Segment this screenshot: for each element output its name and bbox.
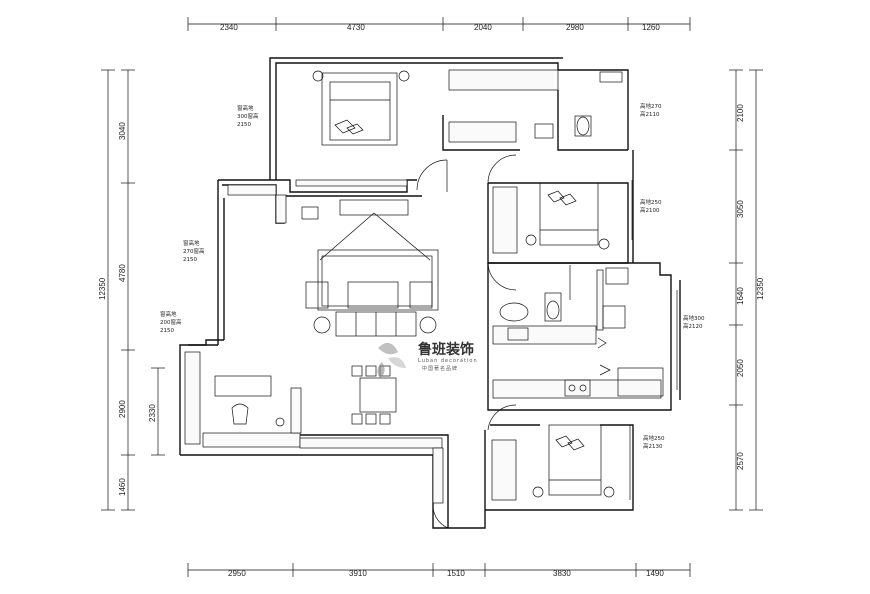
dim-top-4: 2980 bbox=[566, 23, 584, 32]
brand-sub: Luban decoration bbox=[418, 358, 478, 364]
svg-text:高2130: 高2130 bbox=[643, 442, 663, 450]
svg-text:高2110: 高2110 bbox=[640, 110, 660, 118]
dim-left-inner: 2330 bbox=[148, 404, 157, 422]
master-bed bbox=[312, 70, 410, 146]
svg-text:高2120: 高2120 bbox=[683, 322, 703, 330]
door-arc bbox=[487, 154, 517, 184]
svg-text:2150: 2150 bbox=[160, 328, 174, 334]
svg-text:2150: 2150 bbox=[237, 122, 251, 128]
dim-right-1: 2100 bbox=[736, 104, 745, 122]
svg-text:200窗高: 200窗高 bbox=[160, 318, 182, 326]
svg-text:窗高地: 窗高地 bbox=[160, 310, 177, 318]
bedroom2-bed bbox=[525, 182, 610, 250]
dim-top-3: 2040 bbox=[474, 23, 492, 32]
annotation-study: 窗高地 200窗高 2150 bbox=[160, 310, 182, 334]
door-arc bbox=[432, 502, 449, 529]
kitchen-fixtures bbox=[507, 267, 664, 397]
study-desk bbox=[214, 375, 285, 427]
bedroom3-bed bbox=[532, 424, 615, 498]
svg-text:窗高地: 窗高地 bbox=[237, 104, 254, 112]
bathroom2-fixtures bbox=[499, 265, 571, 322]
door-arc bbox=[487, 262, 517, 291]
bathroom1-fixtures bbox=[534, 71, 623, 139]
dim-left-4: 1460 bbox=[118, 478, 127, 496]
dim-top-2: 4730 bbox=[347, 23, 365, 32]
dim-right-2: 3050 bbox=[736, 200, 745, 218]
brand-logo-icon bbox=[377, 342, 406, 378]
brand-slogan: 中国著名品牌 bbox=[422, 365, 458, 372]
dim-left-1: 3040 bbox=[118, 122, 127, 140]
svg-text:2150: 2150 bbox=[183, 257, 197, 263]
svg-text:高地270: 高地270 bbox=[640, 102, 662, 110]
dim-top-1: 2340 bbox=[220, 23, 238, 32]
top-dimension-line: 2340 4730 2040 2980 1260 bbox=[187, 17, 691, 32]
dim-right-3: 1640 bbox=[736, 287, 745, 305]
svg-text:270窗高: 270窗高 bbox=[183, 247, 205, 255]
dim-bottom-4: 3830 bbox=[553, 569, 571, 578]
left-dimension-line: 3040 4780 2900 1460 12350 2330 bbox=[98, 69, 165, 511]
dining-table bbox=[351, 365, 397, 425]
wardrobe-cabinets bbox=[295, 179, 409, 220]
dim-bottom-2: 3910 bbox=[349, 569, 367, 578]
dim-bottom-5: 1490 bbox=[646, 569, 664, 578]
door-arc bbox=[416, 159, 448, 191]
annotation-kitchen: 高地300 高2120 bbox=[683, 314, 705, 330]
walls bbox=[179, 57, 681, 529]
dim-left-3: 2900 bbox=[118, 400, 127, 418]
dim-left-2: 4780 bbox=[118, 264, 127, 282]
annotation-master-bedroom: 窗高地 300窗高 2150 bbox=[237, 104, 259, 128]
annotation-bathroom1: 高地270 高2110 bbox=[640, 102, 662, 118]
svg-text:300窗高: 300窗高 bbox=[237, 112, 259, 120]
bottom-dimension-line: 2950 3910 1510 3830 1490 bbox=[187, 563, 691, 578]
dim-top-5: 1260 bbox=[642, 23, 660, 32]
dim-right-5: 2570 bbox=[736, 452, 745, 470]
living-room-sofa bbox=[305, 212, 439, 337]
svg-text:高地250: 高地250 bbox=[640, 198, 662, 206]
svg-text:高地250: 高地250 bbox=[643, 434, 665, 442]
annotation-bedroom3: 高地250 高2130 bbox=[643, 434, 665, 450]
svg-text:高2100: 高2100 bbox=[640, 206, 660, 214]
door-arc bbox=[487, 404, 517, 431]
svg-text:窗高地: 窗高地 bbox=[183, 239, 200, 247]
dim-bottom-3: 1510 bbox=[447, 569, 465, 578]
right-dimension-line: 2100 3050 1640 2050 2570 12350 bbox=[729, 69, 765, 511]
dim-bottom-1: 2950 bbox=[228, 569, 246, 578]
dim-left-total: 12350 bbox=[98, 277, 107, 300]
dim-right-total: 12350 bbox=[756, 277, 765, 300]
annotation-living: 窗高地 270窗高 2150 bbox=[183, 239, 205, 263]
brand-name: 鲁班装饰 bbox=[417, 341, 474, 358]
dim-right-4: 2050 bbox=[736, 359, 745, 377]
svg-text:高地300: 高地300 bbox=[683, 314, 705, 322]
brand-watermark: 鲁班装饰 Luban decoration 中国著名品牌 bbox=[377, 341, 477, 378]
annotation-bedroom2: 高地250 高2100 bbox=[640, 198, 662, 214]
